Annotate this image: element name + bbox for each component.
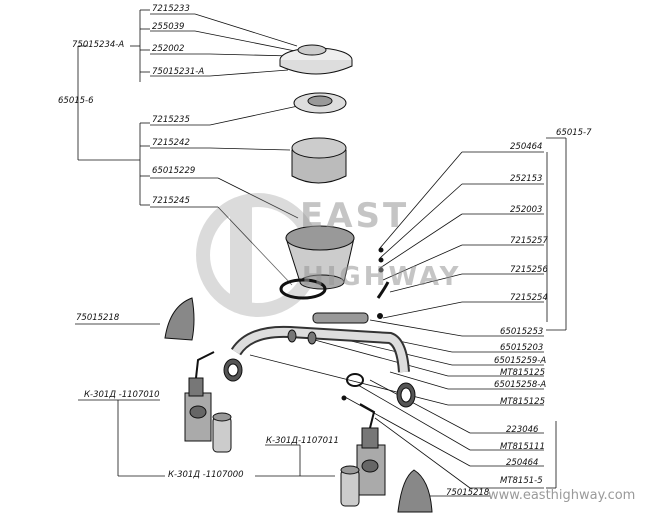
label-75015234-a: 75015234-A <box>72 40 125 50</box>
label-75015218-bottom: 75015218 <box>446 488 490 498</box>
watermark-logo-bottom-text: HIGHWAY <box>302 262 462 292</box>
label-mt815111: MT815111 <box>500 442 545 452</box>
label-252153: 252153 <box>510 174 543 184</box>
label-252002: 252002 <box>152 44 185 54</box>
label-mt815125-a: MT815125 <box>500 368 545 378</box>
label-65015-6: 65015-6 <box>58 96 94 106</box>
label-7215256: 7215256 <box>510 265 548 275</box>
label-mt8151-5: MT8151-5 <box>500 476 543 486</box>
watermark-url: www.easthighway.com <box>488 488 636 503</box>
label-7215254: 7215254 <box>510 293 548 303</box>
label-65015253: 65015253 <box>500 327 544 337</box>
label-252003: 252003 <box>510 205 543 215</box>
label-7215245: 7215245 <box>152 196 190 206</box>
watermark-logo-top-text: EAST <box>300 196 410 236</box>
label-75015231-a: 75015231-A <box>152 67 205 77</box>
label-65015258-a: 65015258-A <box>494 380 547 390</box>
label-65015229: 65015229 <box>152 166 196 176</box>
label-75015218-left: 75015218 <box>76 313 120 323</box>
watermark-logo <box>196 193 320 317</box>
label-65015-7: 65015-7 <box>556 128 592 138</box>
label-7215257: 7215257 <box>510 236 548 246</box>
label-65015203: 65015203 <box>500 343 544 353</box>
label-k301d-1107011: К-301Д-1107011 <box>266 436 339 446</box>
label-mt815125-b: MT815125 <box>500 397 545 407</box>
label-223046: 223046 <box>506 425 539 435</box>
label-250464-top: 250464 <box>510 142 543 152</box>
label-250464-bottom: 250464 <box>506 458 539 468</box>
label-7215233: 7215233 <box>152 4 190 14</box>
label-65015259-a: 65015259-A <box>494 356 547 366</box>
label-7215242: 7215242 <box>152 138 190 148</box>
label-255039: 255039 <box>152 22 185 32</box>
label-k301d-1107010: К-301Д -1107010 <box>84 390 160 400</box>
label-7215235: 7215235 <box>152 115 190 125</box>
label-k301d-1107000: К-301Д -1107000 <box>168 470 244 480</box>
